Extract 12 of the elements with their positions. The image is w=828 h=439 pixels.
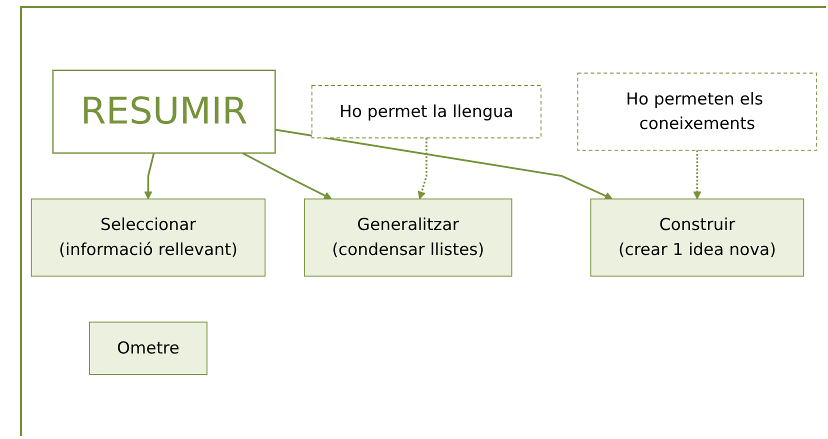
node-box: Ometre [89, 322, 208, 376]
node-box: Ho permeten els coneixements [577, 72, 818, 151]
arrow [242, 152, 332, 200]
node-box: Seleccionar (informació rellevant) [30, 198, 266, 277]
arrow [418, 138, 428, 200]
arrow [693, 150, 702, 200]
node-box: Ho permet la llengua [311, 85, 542, 138]
arrow [275, 128, 613, 200]
node-box: Construir (crear 1 idea nova) [590, 198, 804, 277]
node-box: RESUMIR [52, 70, 276, 154]
arrow [144, 152, 155, 200]
node-box: Generalitzar (condensar llistes) [304, 198, 512, 277]
